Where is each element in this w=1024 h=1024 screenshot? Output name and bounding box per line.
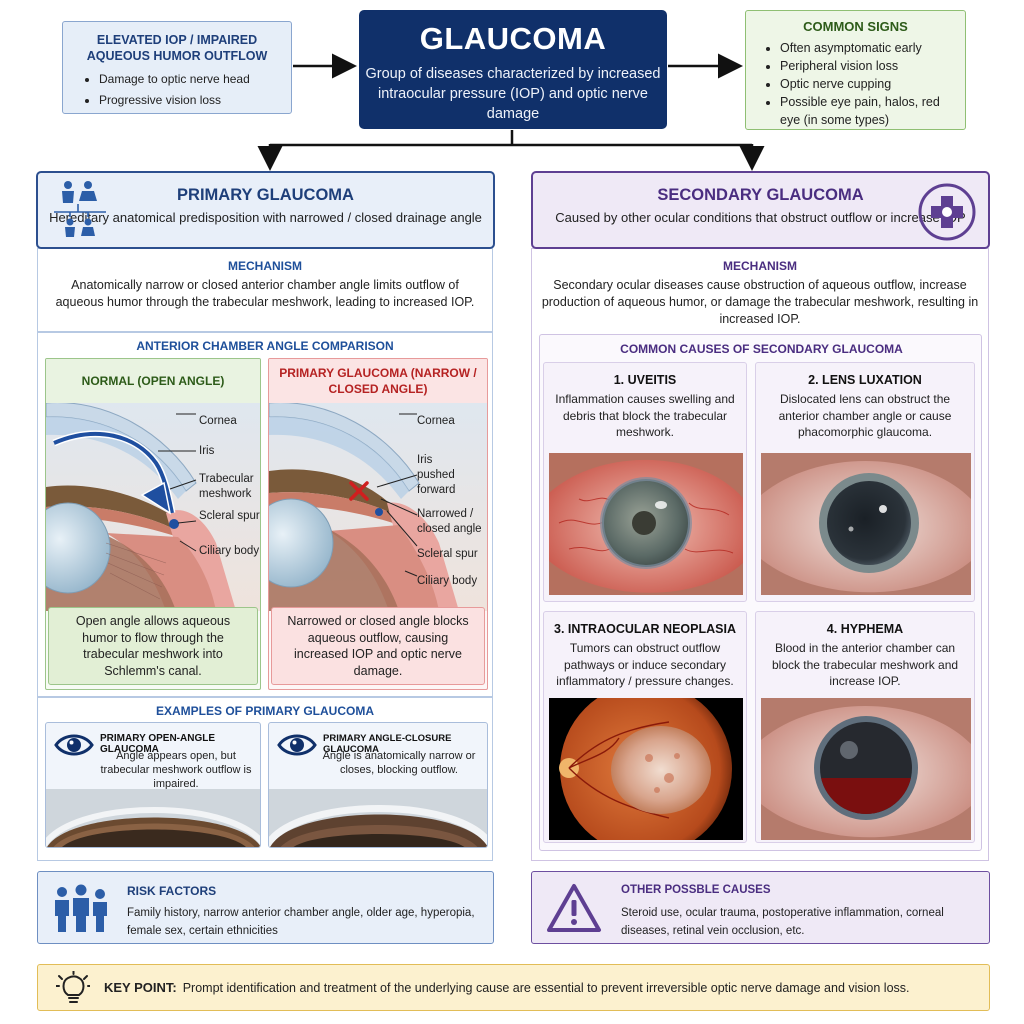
eye-icon bbox=[277, 734, 317, 756]
cause-uveitis: 1. UVEITIS Inflammation causes swelling … bbox=[543, 362, 747, 602]
list-item: Often asymptomatic early bbox=[780, 39, 955, 57]
lightbulb-icon bbox=[56, 971, 90, 1003]
label-iris: Iris bbox=[199, 445, 215, 457]
normal-angle-caption: Open angle allows aqueous humor to flow … bbox=[48, 607, 258, 685]
cause-text: Dislocated lens can obstruct the anterio… bbox=[778, 392, 952, 439]
cause-text: Blood in the anterior chamber can block … bbox=[771, 641, 959, 688]
iop-outflow-box: ELEVATED IOP / IMPAIRED AQUEOUS HUMOR OU… bbox=[62, 21, 292, 114]
risk-factors-title: RISK FACTORS bbox=[127, 884, 217, 898]
label-iris-pushed: pushed bbox=[417, 469, 455, 481]
example-text: Angle appears open, but trabecular meshw… bbox=[100, 750, 252, 790]
cause-title: 4. HYPHEMA bbox=[826, 622, 904, 636]
cause-text: Inflammation causes swelling and debris … bbox=[555, 392, 735, 439]
secondary-mechanism-text: Secondary ocular diseases cause obstruct… bbox=[541, 278, 979, 326]
example-open-angle: PRIMARY OPEN-ANGLE GLAUCOMA Angle appear… bbox=[45, 722, 261, 848]
secondary-title: SECONDARY GLAUCOMA bbox=[657, 186, 864, 204]
list-item: Damage to optic nerve head bbox=[99, 69, 281, 90]
label-meshwork: meshwork bbox=[199, 488, 252, 500]
label-closed-angle: closed angle bbox=[417, 523, 482, 535]
connector-arrows bbox=[257, 53, 765, 171]
cause-intraocular-neoplasia: 3. INTRAOCULAR NEOPLASIA Tumors can obst… bbox=[543, 611, 747, 843]
primary-title: PRIMARY GLAUCOMA bbox=[177, 186, 354, 204]
common-signs-list: Often asymptomatic early Peripheral visi… bbox=[756, 39, 955, 129]
fundus-tumor-image bbox=[549, 698, 743, 840]
common-signs-box: COMMON SIGNS Often asymptomatic early Pe… bbox=[745, 10, 966, 130]
primary-mechanism-text: Anatomically narrow or closed anterior c… bbox=[55, 278, 475, 309]
label-iris: Iris bbox=[417, 454, 433, 466]
example-angle-closure: PRIMARY ANGLE-CLOSURE GLAUCOMA Angle is … bbox=[268, 722, 488, 848]
risk-factors-box: RISK FACTORS Family history, narrow ante… bbox=[37, 871, 494, 944]
cause-text: Tumors can obstruct outflow pathways or … bbox=[556, 641, 734, 688]
other-causes-text: Steroid use, ocular trauma, postoperativ… bbox=[621, 907, 944, 937]
closed-angle-panel: PRIMARY GLAUCOMA (NARROW / CLOSED ANGLE)… bbox=[268, 358, 488, 690]
secondary-mechanism-title: MECHANISM bbox=[723, 259, 797, 273]
divider bbox=[38, 696, 492, 698]
closed-angle-title: PRIMARY GLAUCOMA (NARROW / CLOSED ANGLE) bbox=[269, 359, 487, 403]
secondary-subtitle: Caused by other ocular conditions that o… bbox=[555, 210, 966, 225]
warning-icon bbox=[547, 884, 601, 932]
label-cornea: Cornea bbox=[417, 415, 455, 427]
example-title: PRIMARY OPEN-ANGLE GLAUCOMA bbox=[100, 733, 216, 755]
iop-outflow-title: ELEVATED IOP / IMPAIRED AQUEOUS HUMOR OU… bbox=[86, 33, 268, 63]
risk-factors-text: Family history, narrow anterior chamber … bbox=[127, 907, 475, 937]
other-causes-title: OTHER POSSBLE CAUSES bbox=[621, 884, 771, 896]
closed-angle-caption: Narrowed or closed angle blocks aqueous … bbox=[271, 607, 485, 685]
label-narrowed: Narrowed / bbox=[417, 508, 474, 520]
cause-title: 3. INTRAOCULAR NEOPLASIA bbox=[554, 622, 736, 636]
label-ciliary-body: Ciliary body bbox=[417, 575, 478, 587]
key-point-text: KEY POINT: Prompt identification and trea… bbox=[104, 980, 910, 995]
label-trabecular: Trabecular bbox=[199, 473, 254, 485]
key-point-label: KEY POINT: bbox=[104, 980, 177, 995]
page-subtitle: Group of diseases characterized by incre… bbox=[365, 66, 661, 122]
people-icon bbox=[55, 884, 107, 932]
label-scleral-spur: Scleral spur bbox=[199, 510, 260, 522]
medical-cross-icon bbox=[918, 183, 976, 241]
uveitis-eye-image bbox=[549, 453, 743, 595]
gonioscopy-image bbox=[46, 789, 260, 847]
list-item: Peripheral vision loss bbox=[780, 57, 955, 75]
divider bbox=[38, 331, 492, 333]
primary-subtitle: Hereditary anatomical predisposition wit… bbox=[49, 210, 482, 225]
normal-angle-title: NORMAL (OPEN ANGLE) bbox=[46, 359, 260, 403]
cause-title: 1. UVEITIS bbox=[613, 373, 677, 387]
causes-title: COMMON CAUSES OF SECONDARY GLAUCOMA bbox=[620, 342, 903, 356]
examples-title: EXAMPLES OF PRIMARY GLAUCOMA bbox=[155, 704, 374, 718]
comparison-title: ANTERIOR CHAMBER ANGLE COMPARISON bbox=[136, 339, 394, 353]
example-text: Angle is anatomically narrow or closes, … bbox=[322, 750, 476, 776]
label-scleral-spur: Scleral spur bbox=[417, 548, 478, 560]
cause-lens-luxation: 2. LENS LUXATION Dislocated lens can obs… bbox=[755, 362, 975, 602]
title-box: GLAUCOMA Group of diseases characterized… bbox=[359, 10, 667, 129]
example-title: PRIMARY ANGLE-CLOSURE GLAUCOMA bbox=[323, 733, 452, 755]
primary-mechanism: MECHANISM Anatomically narrow or closed … bbox=[52, 258, 478, 311]
primary-mechanism-title: MECHANISM bbox=[228, 259, 302, 273]
cause-hyphema: 4. HYPHEMA Blood in the anterior chamber… bbox=[755, 611, 975, 843]
lens-luxation-eye-image bbox=[761, 453, 971, 595]
eye-icon bbox=[54, 734, 94, 756]
common-signs-title: COMMON SIGNS bbox=[803, 19, 908, 34]
hyphema-eye-image bbox=[761, 698, 971, 840]
label-cornea: Cornea bbox=[199, 415, 237, 427]
key-point-body: Prompt identification and treatment of t… bbox=[182, 981, 910, 995]
other-causes-box: OTHER POSSBLE CAUSES Steroid use, ocular… bbox=[531, 871, 990, 944]
primary-header: PRIMARY GLAUCOMA Hereditary anatomical p… bbox=[36, 171, 495, 249]
normal-angle-panel: NORMAL (OPEN ANGLE) Cornea Iris Trabe bbox=[45, 358, 261, 690]
family-tree-icon bbox=[54, 181, 106, 237]
gonioscopy-image bbox=[269, 789, 487, 847]
list-item: Possible eye pain, halos, red eye (in so… bbox=[780, 93, 955, 129]
secondary-mechanism: MECHANISM Secondary ocular diseases caus… bbox=[540, 258, 980, 328]
list-item: Optic nerve cupping bbox=[780, 75, 955, 93]
label-iris-forward: forward bbox=[417, 484, 456, 496]
iop-outflow-list: Damage to optic nerve head Progressive v… bbox=[73, 69, 281, 111]
list-item: Progressive vision loss bbox=[99, 90, 281, 111]
open-angle-diagram bbox=[46, 403, 260, 611]
cause-title: 2. LENS LUXATION bbox=[808, 373, 922, 387]
label-ciliary-body: Ciliary body bbox=[199, 545, 260, 557]
secondary-header: SECONDARY GLAUCOMA Caused by other ocula… bbox=[531, 171, 990, 249]
key-point-banner: KEY POINT: Prompt identification and trea… bbox=[37, 964, 990, 1011]
closed-angle-diagram bbox=[269, 403, 487, 611]
page-title: GLAUCOMA bbox=[419, 21, 607, 56]
